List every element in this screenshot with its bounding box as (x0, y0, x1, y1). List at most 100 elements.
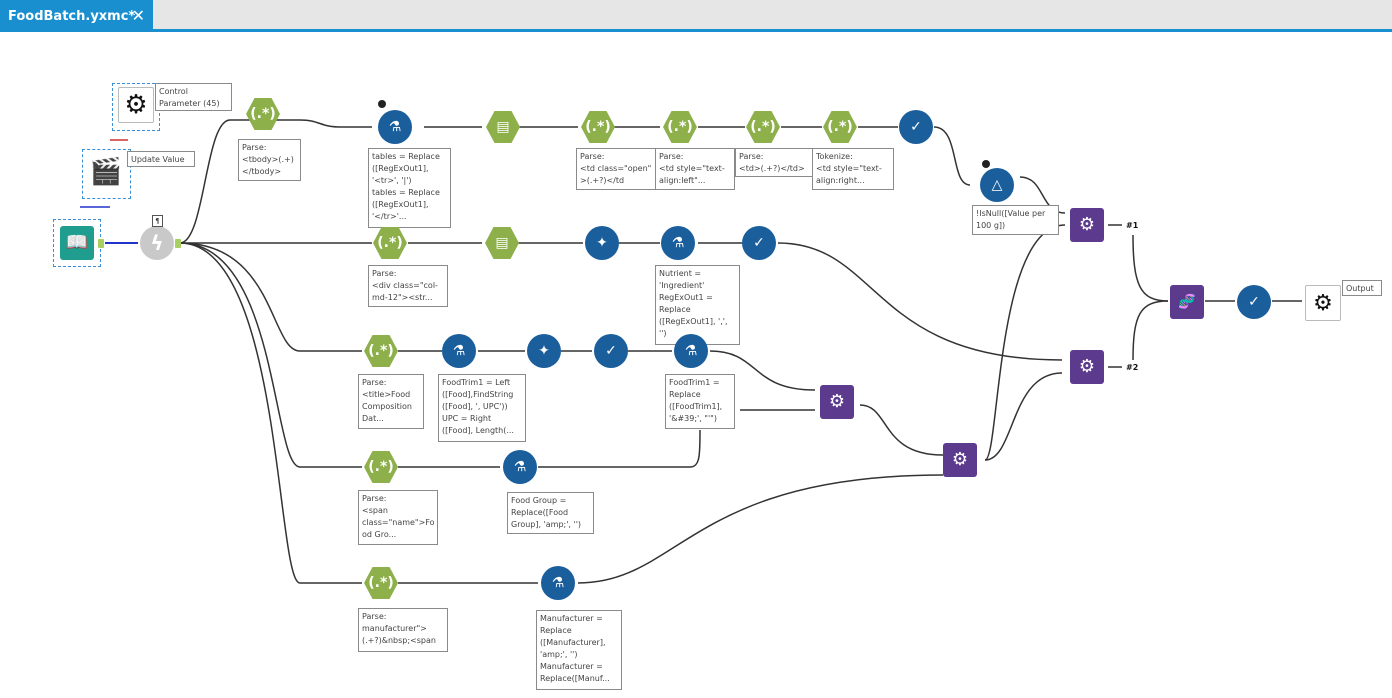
cleanse-icon: ✦ (596, 235, 608, 251)
union-tool[interactable]: 🧬 (1170, 285, 1204, 319)
wire-label-2: #2 (1126, 363, 1139, 372)
select-tool[interactable]: ✓ (594, 334, 628, 368)
book-icon: 📖 (65, 232, 89, 253)
wire-joinA-joinB (859, 404, 944, 456)
annotation-parse-span-name: Parse: <span class="name">Fo od Gro... (358, 490, 438, 545)
regex-icon: (.*) (667, 119, 693, 135)
dna-icon: 🧬 (1178, 294, 1196, 310)
formula-tool[interactable]: ⚗ (442, 334, 476, 368)
flask-icon: ⚗ (388, 119, 402, 135)
checkmark-icon: ✓ (1248, 294, 1260, 310)
control-parameter-tool[interactable]: ⚙ (118, 87, 154, 123)
flask-icon: ⚗ (684, 343, 698, 359)
macro-output-tool[interactable]: ⚙ (1305, 285, 1341, 321)
annotation-parse-div: Parse: <div class="col- md-12"><str... (368, 265, 448, 307)
control-parameter-label: Control Parameter (45) (155, 83, 232, 111)
formula-tool[interactable]: ⚗ (378, 110, 412, 144)
annotation-parse-td-open: Parse: <td class="open" >(.+?)</td (576, 148, 656, 190)
regex-icon: (.*) (750, 119, 776, 135)
select-tool[interactable]: ✓ (742, 226, 776, 260)
data-cleansing-tool[interactable]: ✦ (527, 334, 561, 368)
join-tool-a[interactable]: ⚙ (820, 385, 854, 419)
annotation-parse-title: Parse: <title>Food Composition Dat... (358, 374, 424, 429)
join-tool-2[interactable]: ⚙ (1070, 350, 1104, 384)
regex-parse-tool[interactable]: (.*) (746, 111, 780, 143)
regex-tokenize-tool[interactable]: (.*) (823, 111, 857, 143)
regex-icon: (.*) (250, 106, 276, 122)
wire-row4 (179, 242, 362, 468)
flask-icon: ⚗ (551, 575, 565, 591)
filter-icon: △ (991, 177, 1003, 193)
gear-arrow-icon: ⚙ (1313, 290, 1333, 316)
formula-tool[interactable]: ⚗ (661, 226, 695, 260)
wire-row1 (179, 119, 372, 244)
cleanse-icon: ✦ (538, 343, 550, 359)
wire-row4-formula (538, 429, 701, 468)
formula-tool[interactable]: ⚗ (541, 566, 575, 600)
regex-icon: (.*) (368, 575, 394, 591)
formula-tool[interactable]: ⚗ (503, 450, 537, 484)
select-tool[interactable]: ✓ (899, 110, 933, 144)
wire-joinB-join1 (984, 224, 1066, 461)
regex-icon: (.*) (368, 343, 394, 359)
table-icon: ▤ (495, 235, 509, 251)
wire-row5 (179, 242, 362, 584)
action-tool[interactable]: 🎬 (89, 155, 123, 189)
action-selection (82, 149, 131, 199)
data-cleansing-tool[interactable]: ✦ (585, 226, 619, 260)
regex-icon: (.*) (585, 119, 611, 135)
wire-row5-joinB (577, 474, 944, 584)
output-anchor[interactable] (98, 239, 104, 248)
wire-join1-union (1132, 234, 1169, 302)
gears-icon: ⚙ (951, 449, 969, 470)
gear-icon: ⚙ (124, 90, 148, 120)
macro-input-tool[interactable]: 📖 (60, 226, 94, 260)
wire-row3 (179, 242, 362, 352)
wire-row3-joinA (709, 350, 816, 391)
annotation-parse-td: Parse: <td>(.+?)</td> (735, 148, 813, 177)
close-tab-icon[interactable]: ✕ (131, 6, 145, 25)
regex-icon: (.*) (827, 119, 853, 135)
wire-to-filter (933, 126, 971, 186)
annotation-formula-manufacturer: Manufacturer = Replace ([Manufacturer], … (536, 610, 622, 690)
annotation-formula-tables: tables = Replace ([RegExOut1], '<tr>', '… (368, 148, 451, 228)
regex-parse-tool[interactable]: (.*) (581, 111, 615, 143)
flask-icon: ⚗ (513, 459, 527, 475)
workflow-canvas[interactable]: ⚙ Control Parameter (45) 🎬 Update Value … (0, 35, 1392, 698)
clapperboard-icon: 🎬 (89, 157, 123, 187)
annotation-parse-manufacturer: Parse: manufacturer"> (.+?)&nbsp;<span (358, 608, 448, 652)
select-tool[interactable]: ✓ (1237, 285, 1271, 319)
filter-tool[interactable]: △ (980, 168, 1014, 202)
annotation-formula-foodtrim: FoodTrim1 = Left ([Food],FindString ([Fo… (438, 374, 526, 442)
join-tool-1[interactable]: ⚙ (1070, 208, 1104, 242)
tab-foodbatch[interactable]: FoodBatch.yxmc* ✕ (0, 0, 153, 32)
formula-tool[interactable]: ⚗ (674, 334, 708, 368)
annotation-output: Output (1342, 280, 1382, 296)
table-icon: ▤ (496, 119, 510, 135)
annotation-parse-td-left: Parse: <td style="text- align:left"... (655, 148, 735, 190)
annotation-formula-foodtrim-replace: FoodTrim1 = Replace ([FoodTrim1], '&#39;… (665, 374, 735, 429)
gears-icon: ⚙ (1078, 214, 1096, 235)
join-tool-b[interactable]: ⚙ (943, 443, 977, 477)
action-label: Update Value (127, 151, 195, 167)
checkmark-icon: ✓ (605, 343, 617, 359)
checkmark-icon: ✓ (910, 119, 922, 135)
annotation-tokenize-right: Tokenize: <td style="text- align:right..… (812, 148, 894, 190)
gears-icon: ⚙ (1078, 356, 1096, 377)
flask-icon: ⚗ (671, 235, 685, 251)
checkmark-icon: ✓ (753, 235, 765, 251)
annotation-filter-isnull: !IsNull([Value per 100 g]) (972, 205, 1059, 235)
dynamic-input-tool[interactable]: ϟ (140, 226, 174, 260)
gears-icon: ⚙ (828, 391, 846, 412)
document-tab-bar: FoodBatch.yxmc* ✕ (0, 0, 1392, 32)
badge: ¶ (152, 215, 163, 227)
cache-dot (982, 160, 990, 168)
regex-icon: (.*) (377, 235, 403, 251)
wire-label-1: #1 (1126, 221, 1139, 230)
regex-parse-tool[interactable]: (.*) (663, 111, 697, 143)
cache-dot (378, 100, 386, 108)
wire-joinB-join2 (984, 372, 1063, 461)
tab-title: FoodBatch.yxmc* (8, 8, 136, 24)
annotation-formula-foodgroup: Food Group = Replace([Food Group], 'amp;… (507, 492, 594, 534)
output-anchor[interactable] (175, 239, 181, 248)
